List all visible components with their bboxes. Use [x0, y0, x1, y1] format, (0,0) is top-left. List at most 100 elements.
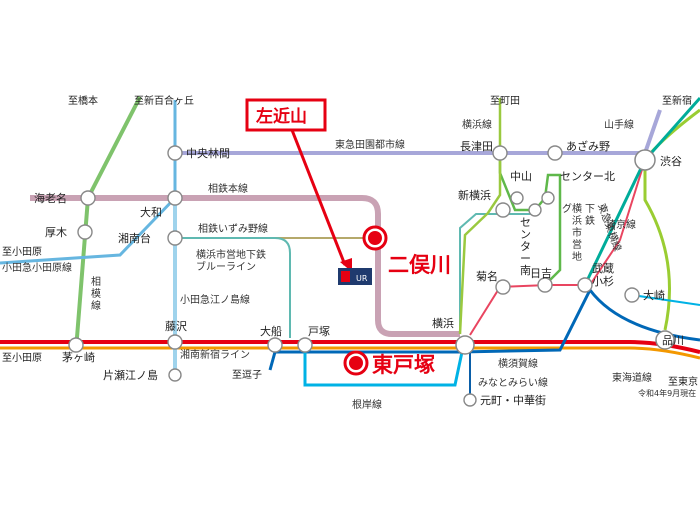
svg-text:下: 下	[585, 204, 595, 215]
dir-tokyo: 至東京	[668, 375, 698, 388]
dir-shinyurigaoka: 至新百合ヶ丘	[134, 94, 194, 107]
label-shinyokohama: 新横浜	[458, 188, 491, 202]
svg-text:営: 営	[572, 238, 582, 251]
station-chuorinkan	[167, 145, 183, 161]
label-atsugi: 厚木	[45, 226, 67, 239]
blue-line	[175, 237, 291, 338]
label-osaki: 大崎	[643, 288, 665, 302]
line-labels: 東急田園都市線 相鉄本線 相鉄いずみ野線 横浜 市営地 下鉄 ブルーライン 小田急江…	[2, 118, 652, 411]
line-label-odakyu-enoshima: 小田急江ノ島線	[180, 293, 250, 306]
line-label-denentoshi: 東急田園都市線	[335, 138, 405, 151]
station-nagatsuta	[492, 145, 508, 161]
toyoko-line	[469, 159, 646, 336]
label-azamino: あざみ野	[566, 139, 610, 153]
line-label-saikyo: 埼京線	[606, 218, 636, 231]
line-label-odakyu-odawara: 小田急小田原線	[2, 261, 72, 274]
station-center-minami	[528, 203, 542, 217]
shonan-shinjuku-line	[0, 346, 700, 360]
svg-text:ー: ー	[520, 252, 531, 265]
label-ebina: 海老名	[34, 191, 67, 205]
label-yamato: 大和	[140, 205, 162, 219]
svg-text:セ: セ	[520, 216, 531, 229]
label-chuorinkan: 中央林間	[186, 146, 230, 160]
line-label-minatomirai: みなとみらい線	[478, 376, 548, 389]
station-kikuna	[495, 279, 511, 295]
ur-logo-text: UR	[356, 274, 368, 283]
line-label-yamanote: 山手線	[604, 118, 634, 131]
ur-logo: UR	[338, 268, 372, 285]
label-hiyoshi: 日吉	[530, 267, 552, 280]
dir-zushi: 至逗子	[232, 369, 262, 381]
station-motomachi	[463, 393, 477, 407]
station-katase	[168, 368, 182, 382]
station-osaki	[624, 287, 640, 303]
line-label-negishi: 根岸線	[352, 398, 382, 411]
yokosuka-line	[268, 287, 700, 371]
station-ebina	[80, 190, 96, 206]
line-label-sotetsu-main: 相鉄本線	[208, 182, 248, 195]
station-yokohama	[455, 335, 475, 355]
label-fujisawa: 藤沢	[165, 319, 187, 333]
svg-text:地: 地	[572, 250, 582, 263]
highlight-marker-futamatagawa-dot	[368, 231, 382, 245]
stations	[68, 145, 675, 407]
callout: 左近山	[245, 98, 352, 272]
callout-pointer	[290, 129, 347, 266]
highlight-marker-higashitotsuka-dot	[349, 356, 363, 370]
station-fujisawa	[167, 334, 183, 350]
line-label-yokosuka: 横須賀線	[498, 357, 538, 370]
label-kikuna: 菊名	[476, 269, 498, 283]
station-shibuya	[634, 149, 656, 171]
label-futamatagawa: 二俣川	[388, 253, 451, 277]
label-higashitotsuka: 東戸塚	[372, 353, 435, 377]
sotetsu-main-line	[30, 195, 460, 337]
svg-text:グ: グ	[562, 202, 572, 215]
svg-text:相: 相	[91, 275, 101, 288]
station-musashikosugi	[577, 277, 593, 293]
station-shonandai	[167, 230, 183, 246]
direction-labels: 至橋本 至新百合ヶ丘 至小田原 至小田原 至町田 至新宿 至逗子 至東京	[2, 94, 698, 388]
label-shibuya: 渋谷	[660, 155, 682, 168]
callout-box	[245, 98, 327, 132]
station-shinyokohama	[495, 202, 511, 218]
yamanote-line	[643, 108, 700, 331]
date-note: 令和4年9月現在	[638, 388, 696, 398]
station-atsugi	[77, 224, 93, 240]
line-label-tokaido: 東海道線	[612, 371, 652, 384]
sagami-line	[74, 96, 142, 351]
label-center-minami-vertical: セ ン タ ー 南	[520, 216, 531, 277]
line-label-blueline-2: ブルーライン	[196, 260, 256, 273]
label-center-kita: センター北	[560, 170, 615, 183]
line-label-sagami-vertical: 相 模 線	[91, 275, 101, 312]
label-nagatsuta: 長津田	[460, 140, 493, 153]
saikyo-line	[583, 97, 700, 286]
station-azamino	[547, 145, 563, 161]
station-center-kita	[541, 191, 555, 205]
svg-text:ン: ン	[520, 228, 531, 241]
station-chigasaki	[68, 337, 84, 353]
label-yokohama: 横浜	[432, 316, 454, 330]
line-label-yokohama-line: 横浜線	[462, 118, 492, 131]
label-shinagawa: 品川	[662, 334, 684, 347]
label-shonandai: 湘南台	[118, 231, 151, 245]
label-chigasaki: 茅ヶ崎	[62, 350, 95, 364]
label-musashikosugi: 武蔵	[592, 262, 614, 275]
dir-hashimoto: 至橋本	[68, 94, 98, 107]
svg-text:鉄: 鉄	[585, 214, 595, 227]
svg-text:市: 市	[572, 226, 582, 239]
callout-label: 左近山	[256, 106, 307, 127]
dir-shinjuku: 至新宿	[662, 94, 692, 107]
ur-logo-mark	[341, 271, 350, 282]
line-label-greenline-vertical: 横 浜 市 営 地 下 鉄 グ	[562, 202, 595, 263]
svg-text:タ: タ	[520, 240, 531, 253]
station-labels: 海老名 厚木 大和 湘南台 中央林間 藤沢 茅ヶ崎 片瀬江ノ島 大船 戸塚 横浜…	[34, 139, 684, 407]
station-nakayama	[510, 191, 524, 205]
svg-text:浜: 浜	[572, 215, 582, 227]
svg-text:線: 線	[91, 299, 101, 312]
station-yamato	[167, 190, 183, 206]
line-label-shonan-shinjuku: 湘南新宿ライン	[180, 348, 250, 361]
yokohama-line	[458, 98, 502, 335]
dir-odawara-top: 至小田原	[2, 246, 42, 258]
line-label-izumino: 相鉄いずみ野線	[198, 222, 268, 235]
